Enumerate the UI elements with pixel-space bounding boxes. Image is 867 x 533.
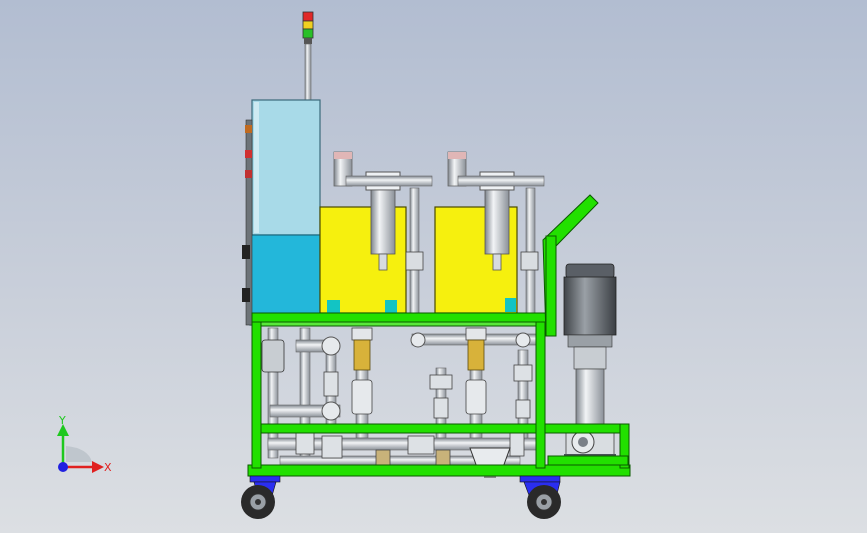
- triad-origin: [58, 462, 68, 472]
- triad-y-label: Y: [58, 414, 66, 427]
- cabinet-lower-panel: [249, 234, 321, 326]
- caster-plate: [249, 475, 281, 483]
- caster-axle: [541, 499, 547, 505]
- frame-sill: [547, 455, 629, 466]
- valve-right: [465, 327, 487, 415]
- pipe-fitting: [429, 374, 453, 390]
- signal-light-red: [302, 11, 314, 22]
- pipe-fitting: [321, 435, 343, 459]
- filter-cartridge: [484, 189, 510, 255]
- filter-cap-band: [334, 152, 352, 159]
- indicator-lamp: [245, 125, 252, 133]
- filter-tank-right: [434, 151, 545, 314]
- frame-middle-rail: [257, 423, 629, 434]
- caster-left: [241, 475, 281, 519]
- valve-body: [351, 379, 373, 415]
- frame-upper-rail: [251, 321, 551, 327]
- valve-left: [351, 327, 373, 415]
- riser-valve: [520, 251, 539, 271]
- filter-top-pipe: [457, 175, 545, 187]
- pipe-fitting: [435, 449, 451, 467]
- pipe-fitting: [433, 397, 449, 419]
- frame-top-rail: [251, 312, 551, 323]
- pipe-elbow: [321, 401, 341, 421]
- valve-body: [465, 379, 487, 415]
- coordinate-triad: Y X: [57, 414, 112, 474]
- valve-actuator: [351, 327, 373, 341]
- signal-tower-pole: [304, 43, 312, 105]
- pipe-fitting: [295, 431, 315, 455]
- pump-column: [575, 368, 605, 426]
- motor-flange: [567, 334, 613, 348]
- cart-frame: [247, 194, 631, 477]
- pipe-elbow: [321, 336, 341, 356]
- pipe-elbow: [515, 332, 531, 348]
- frame-bottom-rail: [247, 464, 631, 477]
- filter-cap-band: [448, 152, 466, 159]
- valve-actuator: [465, 327, 487, 341]
- triad-x-arrow: [92, 461, 104, 473]
- piping-network: [261, 327, 544, 467]
- triad-x-label: X: [104, 461, 112, 474]
- handle-side: [545, 235, 557, 337]
- pipe-fitting: [515, 399, 531, 419]
- pump-motor-assembly: [563, 263, 617, 462]
- tank-outlet-port: [327, 300, 340, 314]
- pipe-vertical: [267, 327, 279, 459]
- pump-inlet-bore: [578, 437, 588, 447]
- pump-coupling: [573, 346, 607, 370]
- valve-brass-body: [467, 339, 485, 371]
- signal-light-yellow: [302, 20, 314, 30]
- triad-y-arrow: [57, 424, 69, 436]
- tank-riser-pipe: [409, 187, 420, 314]
- side-connector: [242, 288, 250, 302]
- pipe-fitting: [509, 431, 525, 457]
- tank-outlet-port: [505, 298, 516, 312]
- motor-cap: [565, 263, 615, 279]
- indicator-lamp: [245, 150, 252, 158]
- cabinet-upper-panel: [251, 99, 321, 236]
- caster-right: [519, 475, 561, 519]
- pipe-elbow: [410, 332, 426, 348]
- filter-cartridge: [370, 189, 396, 255]
- filter-drain: [378, 253, 388, 271]
- side-connector: [242, 245, 250, 259]
- filter-top-pipe: [345, 175, 433, 187]
- pipe-fitting: [323, 371, 339, 397]
- signal-tower-base: [304, 38, 312, 44]
- signal-light-green: [302, 28, 314, 39]
- frame-post: [535, 321, 546, 469]
- frame-post: [251, 321, 262, 469]
- pipe-fitting: [513, 364, 533, 382]
- indicator-lamp: [245, 170, 252, 178]
- tank-riser-pipe: [525, 187, 536, 314]
- caster-plate: [519, 475, 561, 483]
- filter-drain: [492, 253, 502, 271]
- pipe-fitting: [407, 435, 435, 455]
- pipe-fitting: [261, 339, 285, 373]
- tank-outlet-port: [385, 300, 397, 314]
- valve-brass-body: [353, 339, 371, 371]
- motor-body: [563, 276, 617, 336]
- pipe-fitting: [375, 449, 391, 467]
- frame-post: [619, 423, 630, 469]
- riser-valve: [405, 251, 424, 271]
- filter-tank-left: [319, 151, 433, 314]
- cabinet-side-strip: [245, 119, 253, 326]
- triad-plane: [66, 446, 92, 462]
- caster-axle: [255, 499, 261, 505]
- control-cabinet: [242, 99, 321, 326]
- cabinet-door-edge: [254, 102, 259, 233]
